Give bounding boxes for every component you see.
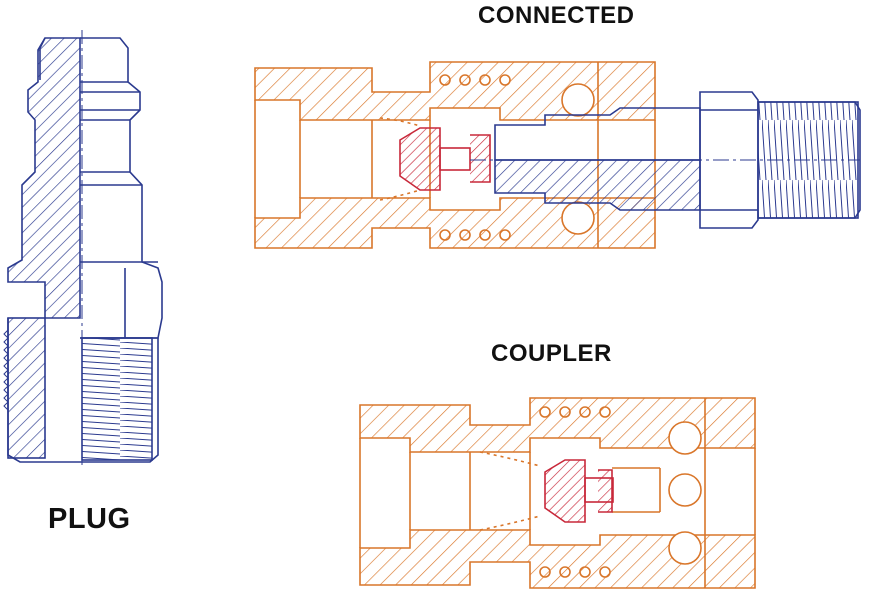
coupler-drawing — [359, 397, 756, 589]
coupler-title: COUPLER — [491, 340, 612, 367]
coupler-valve — [544, 459, 614, 523]
plug-drawing — [3, 30, 163, 465]
coupler-sleeve-spring — [539, 406, 611, 578]
connected-title: CONNECTED — [478, 2, 635, 29]
connected-lock-ball-bottom — [561, 201, 595, 235]
coupler-valve-spring — [479, 451, 541, 531]
coupler-lock-ball-center — [668, 473, 702, 507]
connected-plug — [470, 91, 861, 229]
plug-thread-right — [81, 337, 153, 461]
connected-drawing — [254, 61, 861, 249]
plug-title: PLUG — [48, 503, 131, 535]
connected-lock-ball-top — [561, 83, 595, 117]
coupler-lock-ball-bottom — [668, 531, 702, 565]
connected-coupler-body — [254, 61, 656, 249]
plug-nose — [39, 37, 46, 80]
plug-outer-profile — [80, 37, 163, 339]
connected-valve — [399, 127, 491, 191]
coupler-body — [359, 397, 756, 589]
coupler-lock-ball-top — [668, 421, 702, 455]
connected-valve-spring — [379, 117, 421, 201]
plug-wall-section — [7, 37, 81, 319]
plug-thread-left — [7, 317, 46, 459]
connected-sleeve-spring — [439, 74, 511, 241]
